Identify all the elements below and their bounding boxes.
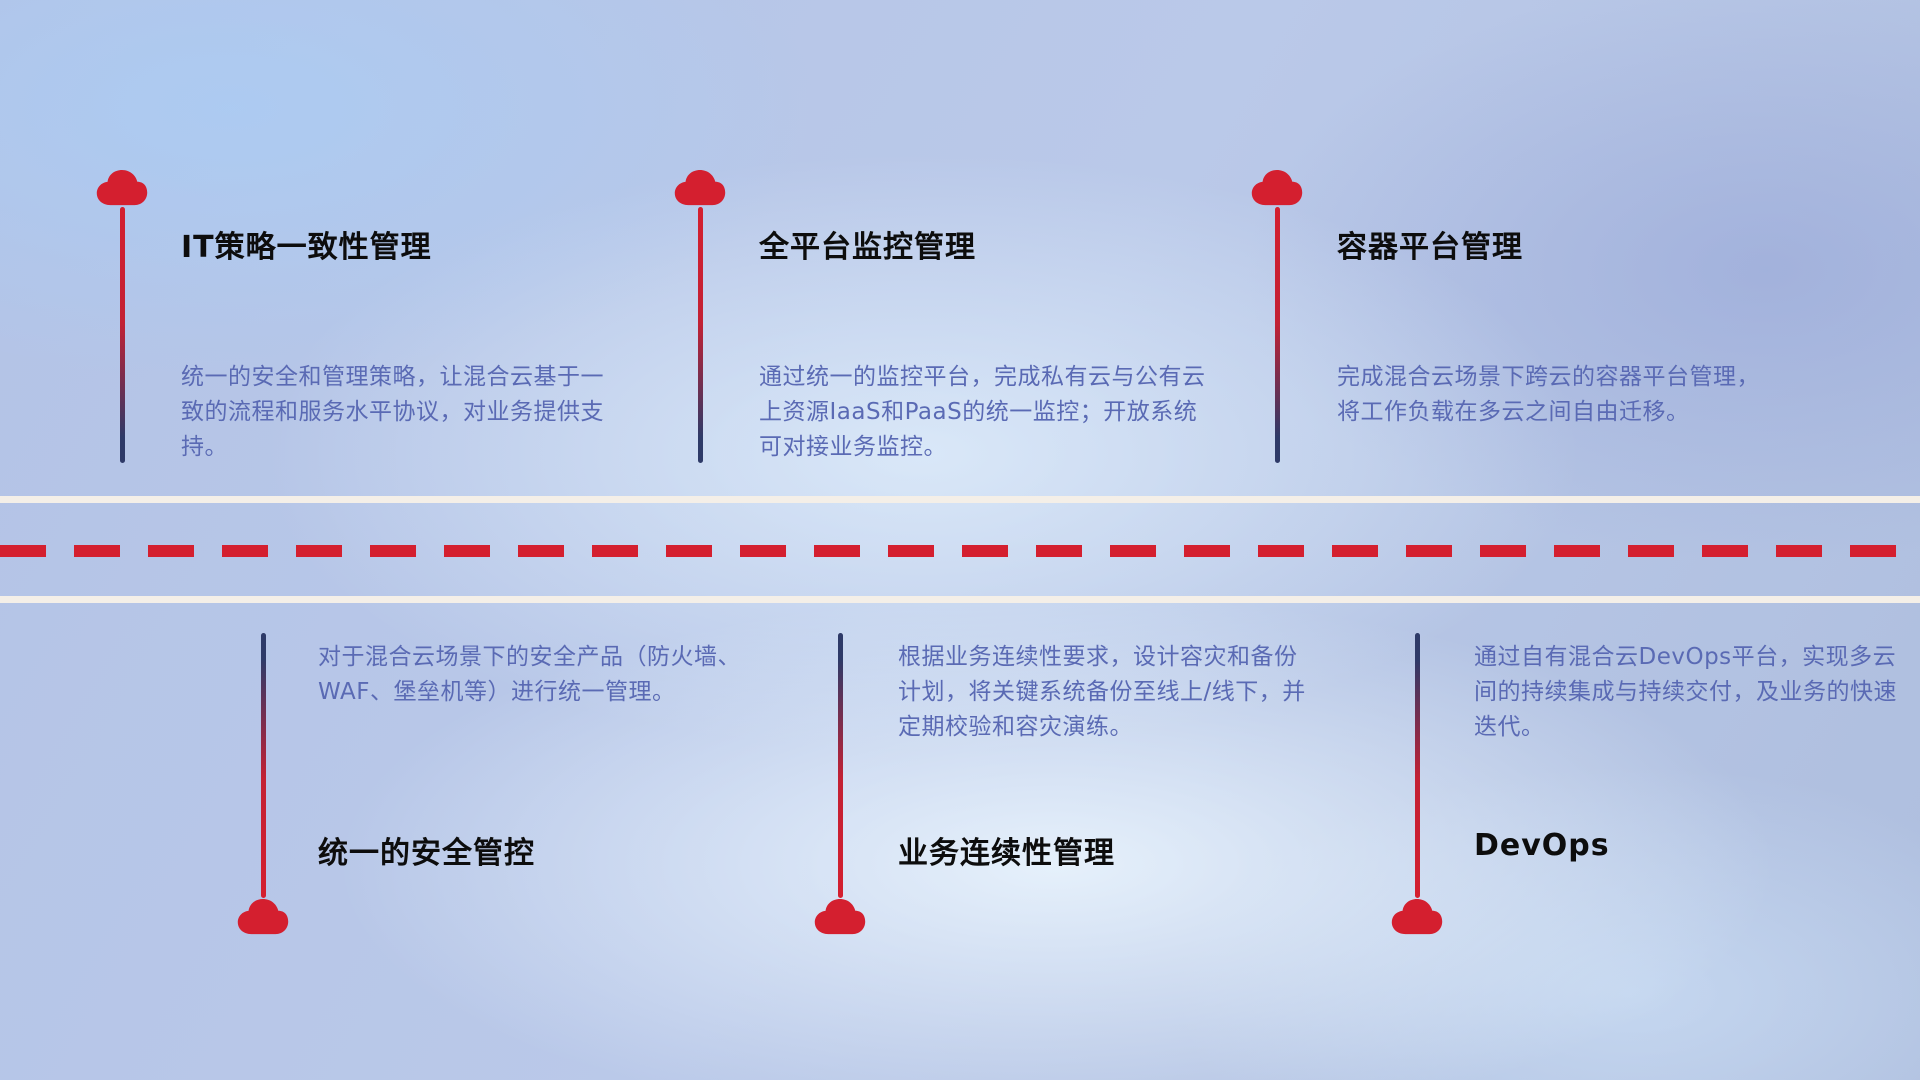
item-title: 全平台监控管理 [759, 230, 976, 265]
connector-line [119, 207, 125, 463]
connector-line [1414, 633, 1420, 898]
item-title: 业务连续性管理 [898, 836, 1115, 871]
timeline-marker-bottom-3 [1390, 633, 1444, 936]
road-line-bottom [0, 596, 1920, 603]
connector-line [260, 633, 266, 898]
item-title: DevOps [1474, 828, 1610, 863]
item-title: 容器平台管理 [1337, 230, 1523, 265]
timeline-marker-bottom-1 [236, 633, 290, 936]
item-description: 通过统一的监控平台，完成私有云与公有云上资源IaaS和PaaS的统一监控；开放系… [759, 364, 1206, 460]
connector-line [1274, 207, 1280, 463]
item-title: IT策略一致性管理 [181, 230, 432, 265]
cloud-icon [95, 169, 149, 207]
item-title: 统一的安全管控 [318, 836, 535, 871]
item-description: 完成混合云场景下跨云的容器平台管理，将工作负载在多云之间自由迁移。 [1337, 364, 1760, 425]
item-description: 统一的安全和管理策略，让混合云基于一致的流程和服务水平协议，对业务提供支持。 [181, 364, 604, 460]
connector-line [697, 207, 703, 463]
cloud-icon [673, 169, 727, 207]
connector-line [837, 633, 843, 898]
item-description: 根据业务连续性要求，设计容灾和备份计划，将关键系统备份至线上/线下，并定期校验和… [898, 644, 1306, 740]
cloud-icon [1250, 169, 1304, 207]
cloud-icon [1390, 898, 1444, 936]
cloud-icon [813, 898, 867, 936]
cloud-icon [236, 898, 290, 936]
timeline-marker-bottom-2 [813, 633, 867, 936]
item-description: 通过自有混合云DevOps平台，实现多云间的持续集成与持续交付，及业务的快速迭代… [1474, 644, 1897, 740]
road-dashed-line [0, 545, 1920, 557]
road-line-top [0, 496, 1920, 503]
timeline-marker-top-3 [1250, 169, 1304, 463]
timeline-marker-top-1 [95, 169, 149, 463]
timeline-marker-top-2 [673, 169, 727, 463]
item-description: 对于混合云场景下的安全产品（防火墙、WAF、堡垒机等）进行统一管理。 [318, 644, 741, 705]
